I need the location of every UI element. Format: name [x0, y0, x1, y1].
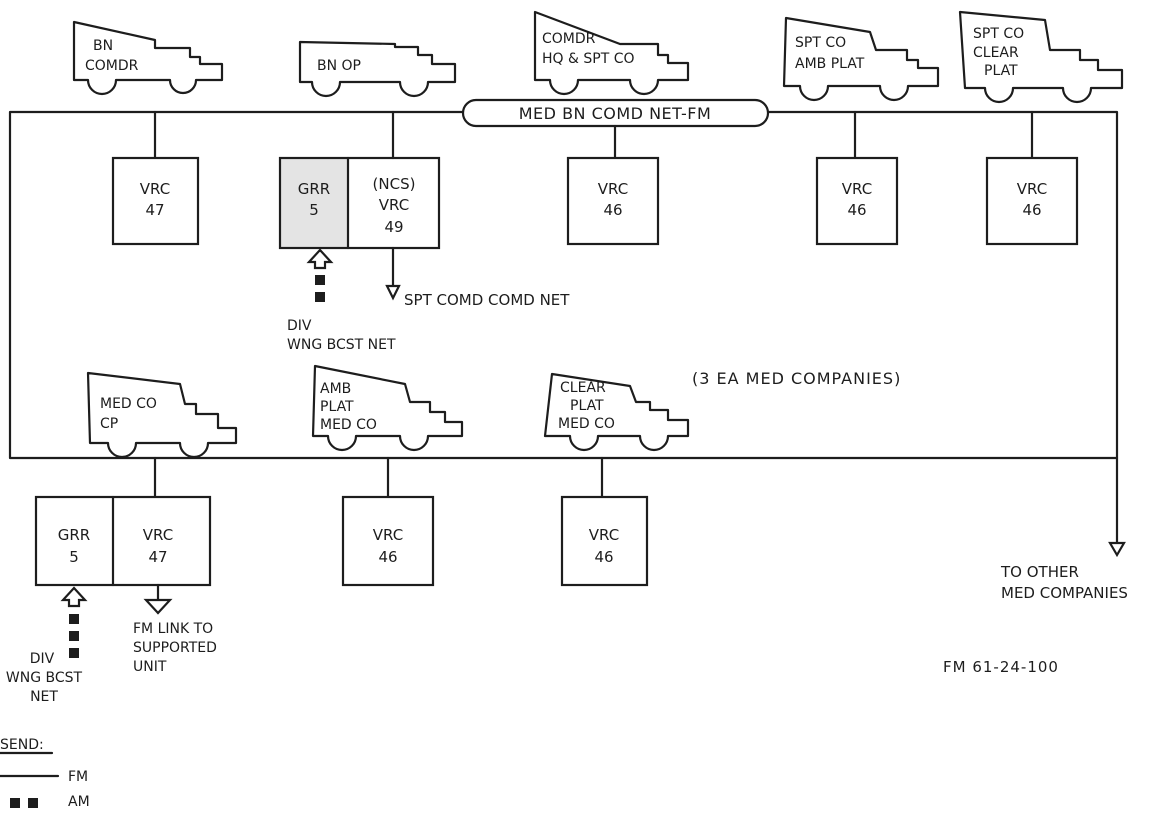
- vehicle-bn-op: BN OP: [300, 42, 455, 96]
- svg-text:HQ & SPT CO: HQ & SPT CO: [542, 51, 635, 67]
- svg-text:VRC: VRC: [373, 526, 403, 544]
- svg-text:MED CO: MED CO: [558, 416, 615, 432]
- svg-text:PLAT: PLAT: [984, 63, 1018, 79]
- svg-text:46: 46: [847, 201, 866, 219]
- vehicle-med-co-cp: MED CO CP: [88, 373, 236, 457]
- svg-text:AMB PLAT: AMB PLAT: [795, 56, 865, 72]
- svg-text:VRC: VRC: [598, 180, 628, 198]
- fm-link-label: FM LINK TO SUPPORTED UNIT: [133, 621, 217, 675]
- svg-text:VRC: VRC: [842, 180, 872, 198]
- svg-text:AMB: AMB: [320, 381, 351, 397]
- svg-text:VRC: VRC: [1017, 180, 1047, 198]
- svg-text:MED COMPANIES: MED COMPANIES: [1001, 584, 1128, 602]
- div-wng-top-label: DIV WNG BCST NET: [287, 318, 396, 353]
- svg-text:DIV: DIV: [287, 318, 312, 334]
- radio-grr5-ncs-vrc49: GRR 5 (NCS) VRC 49: [280, 158, 439, 248]
- vehicle-clear-plat-med-co: CLEAR PLAT MED CO: [545, 374, 688, 450]
- legend-title: SEND:: [0, 737, 44, 753]
- three-ea-label: (3 EA MED COMPANIES): [692, 369, 901, 388]
- svg-text:GRR: GRR: [298, 180, 330, 198]
- svg-text:47: 47: [145, 201, 164, 219]
- div-wng-bottom-label: DIV WNG BCST NET: [6, 651, 83, 705]
- svg-text:VRC: VRC: [589, 526, 619, 544]
- vehicle-comdr-hq: COMDR HQ & SPT CO: [535, 12, 688, 94]
- svg-text:CLEAR: CLEAR: [973, 45, 1019, 61]
- svg-text:47: 47: [148, 548, 167, 566]
- vehicle-bn-comdr: BN COMDR: [74, 22, 222, 94]
- to-other-label: TO OTHER MED COMPANIES: [1000, 563, 1128, 602]
- svg-text:46: 46: [594, 548, 613, 566]
- fm-reference: FM 61-24-100: [943, 658, 1059, 676]
- svg-text:MED CO: MED CO: [320, 417, 377, 433]
- svg-text:46: 46: [603, 201, 622, 219]
- net-label: MED BN COMD NET-FM: [519, 104, 712, 123]
- svg-text:PLAT: PLAT: [570, 398, 604, 414]
- svg-text:VRC: VRC: [140, 180, 170, 198]
- radio-vrc46-1: VRC 46: [568, 158, 658, 244]
- svg-text:SPT CO: SPT CO: [973, 26, 1024, 42]
- legend: SEND: FM AM: [0, 737, 90, 810]
- vehicle-amb-plat-med-co: AMB PLAT MED CO: [313, 366, 462, 450]
- radio-vrc46-5: VRC 46: [562, 497, 647, 585]
- arrow-to-other: [1110, 543, 1124, 555]
- svg-text:MED CO: MED CO: [100, 396, 157, 412]
- svg-text:COMDR: COMDR: [542, 31, 596, 47]
- svg-text:FM LINK TO: FM LINK TO: [133, 621, 213, 637]
- radio-vrc46-3: VRC 46: [987, 158, 1077, 244]
- vehicle-spt-co-clear: SPT CO CLEAR PLAT: [960, 12, 1122, 102]
- svg-text:DIV: DIV: [30, 651, 55, 667]
- fm-link-arrow: [146, 585, 170, 613]
- radio-grr5-vrc47-bottom: GRR 5 VRC 47: [36, 497, 210, 585]
- svg-text:BN: BN: [93, 38, 113, 54]
- svg-text:BN OP: BN OP: [317, 58, 361, 74]
- svg-text:5: 5: [69, 548, 79, 566]
- svg-text:49: 49: [384, 218, 403, 236]
- svg-text:VRC: VRC: [143, 526, 173, 544]
- legend-fm: FM: [68, 769, 88, 785]
- svg-text:WNG BCST NET: WNG BCST NET: [287, 337, 396, 353]
- svg-text:CLEAR: CLEAR: [560, 380, 606, 396]
- svg-text:46: 46: [378, 548, 397, 566]
- radio-vrc47-top: VRC 47: [113, 158, 198, 244]
- am-arrow-bottom: [63, 588, 85, 658]
- svg-text:WNG BCST: WNG BCST: [6, 670, 83, 686]
- spt-comd-net-label: SPT COMD COMD NET: [404, 291, 570, 309]
- am-arrow-top: [309, 250, 331, 302]
- ncs-down-line: [387, 248, 399, 298]
- svg-text:GRR: GRR: [58, 526, 90, 544]
- radio-vrc46-4: VRC 46: [343, 497, 433, 585]
- legend-am: AM: [68, 794, 90, 810]
- svg-text:CP: CP: [100, 416, 118, 432]
- vehicle-spt-co-amb: SPT CO AMB PLAT: [784, 18, 938, 100]
- svg-text:SPT CO: SPT CO: [795, 35, 846, 51]
- svg-text:COMDR: COMDR: [85, 58, 139, 74]
- svg-text:(NCS): (NCS): [373, 175, 416, 193]
- radio-vrc46-2: VRC 46: [817, 158, 897, 244]
- svg-text:UNIT: UNIT: [133, 659, 167, 675]
- svg-text:5: 5: [309, 201, 319, 219]
- legend-am-swatch: [10, 798, 20, 808]
- svg-text:TO OTHER: TO OTHER: [1000, 563, 1079, 581]
- svg-text:VRC: VRC: [379, 196, 409, 214]
- svg-text:NET: NET: [30, 689, 58, 705]
- svg-text:PLAT: PLAT: [320, 399, 354, 415]
- svg-text:46: 46: [1022, 201, 1041, 219]
- svg-text:SUPPORTED: SUPPORTED: [133, 640, 217, 656]
